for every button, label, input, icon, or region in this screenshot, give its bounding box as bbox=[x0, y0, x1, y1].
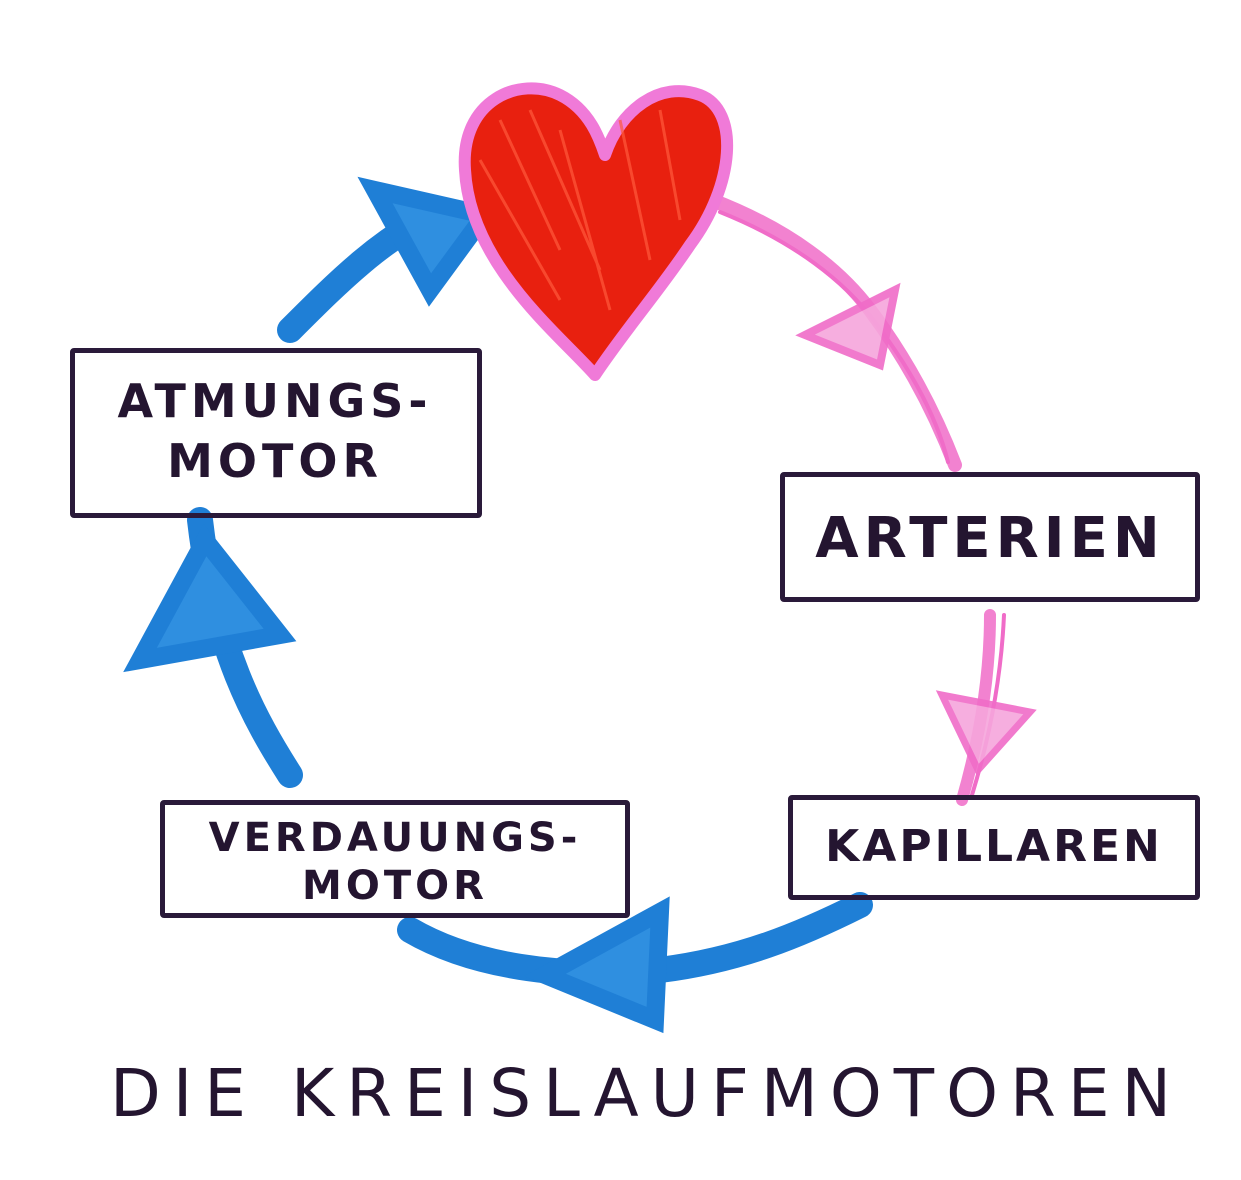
diagram-title: DIE KREISLAUFMOTOREN bbox=[110, 1055, 1183, 1132]
atmungsmotor-label-line2: MOTOR bbox=[167, 434, 383, 488]
verdauungsmotor-label-line2: MOTOR bbox=[302, 863, 488, 909]
arrow-kapillaren-to-verdauung bbox=[397, 892, 873, 1034]
arterien-label: ARTERIEN bbox=[815, 506, 1165, 571]
arrow-verdauung-to-atmung bbox=[123, 507, 303, 788]
arrow-atmung-to-heart bbox=[277, 176, 501, 343]
arrow-arterien-to-kapillaren bbox=[935, 609, 1037, 806]
atmungsmotor-label-line1: ATMUNGS- bbox=[117, 374, 433, 428]
verdauungsmotor-label-line1: VERDAUUNGS- bbox=[208, 815, 582, 861]
heart-icon bbox=[458, 82, 734, 381]
kapillaren-label: KAPILLAREN bbox=[825, 821, 1163, 872]
kapillaren-box: KAPILLAREN bbox=[788, 795, 1200, 900]
arrow-heart-to-arterien bbox=[705, 193, 962, 472]
verdauungsmotor-box: VERDAUUNGS- MOTOR bbox=[160, 800, 630, 918]
atmungsmotor-box: ATMUNGS- MOTOR bbox=[70, 348, 482, 518]
arterien-box: ARTERIEN bbox=[780, 472, 1200, 602]
